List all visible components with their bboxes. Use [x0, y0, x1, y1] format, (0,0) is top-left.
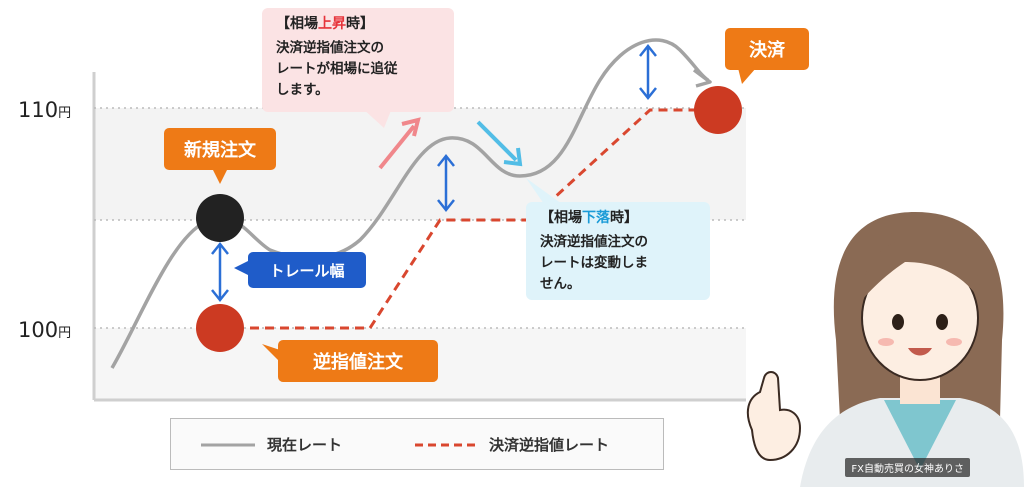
trail-width-badge: トレール幅 — [248, 252, 366, 288]
y-tick-100: 100円 — [18, 318, 71, 342]
new-order-badge: 新規注文 — [164, 128, 276, 170]
new-order-badge-tail — [212, 168, 228, 184]
trail-badge-tail — [234, 260, 250, 276]
settle-badge-tail — [738, 68, 756, 84]
legend-swatches — [201, 443, 477, 447]
current-rate-arrowhead — [692, 68, 712, 88]
settle-point-dot — [694, 86, 742, 134]
stop-point-dot — [196, 304, 244, 352]
y-tick-110: 110円 — [18, 98, 71, 122]
trail-gap-arrow-3 — [639, 43, 657, 101]
rise-callout-heading: 【相場上昇時】 — [276, 16, 374, 32]
legend-label-stop: 決済逆指値レート — [489, 436, 610, 454]
fall-callout: 【相場下落時】 決済逆指値注文の レートは変動しま せん。 — [526, 202, 710, 300]
fall-callout-heading: 【相場下落時】 — [540, 210, 638, 226]
legend-label-current: 現在レート — [267, 436, 343, 454]
fall-callout-tail — [526, 178, 562, 204]
fall-callout-body: 決済逆指値注文の レートは変動しま せん。 — [540, 234, 648, 292]
chart-legend: 現在レート 決済逆指値レート — [170, 418, 664, 470]
rise-callout: 【相場上昇時】 決済逆指値注文の レートが相場に追従 します。 — [262, 8, 454, 112]
trail-gap-arrow-1 — [211, 241, 229, 303]
stop-rate-line — [250, 108, 720, 330]
fall-trend-arrow — [476, 120, 523, 167]
presenter-illustration — [746, 212, 1024, 487]
rise-trend-arrow — [378, 117, 421, 170]
channel-watermark: FX自動売買の女神ありさ — [845, 458, 970, 477]
rise-callout-tail — [362, 108, 392, 128]
stop-order-badge-tail — [262, 344, 280, 362]
trail-gap-arrow-2 — [437, 153, 455, 213]
rise-callout-body: 決済逆指値注文の レートが相場に追従 します。 — [276, 40, 398, 98]
stop-order-badge: 逆指値注文 — [278, 340, 438, 382]
settlement-badge: 決済 — [725, 28, 809, 70]
entry-point-dot — [196, 194, 244, 242]
